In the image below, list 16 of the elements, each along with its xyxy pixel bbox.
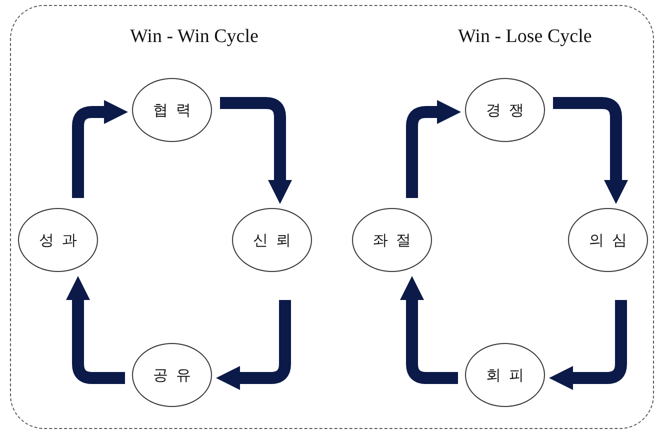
node-label: 의심 [588, 230, 636, 250]
node-label: 협력 [152, 100, 200, 120]
bent-arrow [549, 300, 627, 390]
node-label: 신뢰 [252, 230, 300, 250]
bent-arrow [220, 97, 292, 204]
node-label: 경쟁 [486, 100, 532, 120]
node-label: 공유 [152, 366, 200, 384]
bent-arrow [216, 300, 291, 390]
cycle-title: Win - Win Cycle [130, 26, 258, 48]
bent-arrow [406, 100, 461, 198]
cycle-title: Win - Lose Cycle [458, 26, 592, 48]
node-label: 회피 [486, 366, 532, 384]
bent-arrow [553, 97, 628, 204]
node-label: 좌절 [372, 230, 420, 250]
node-label: 성과 [38, 230, 86, 250]
bent-arrow [72, 100, 128, 198]
